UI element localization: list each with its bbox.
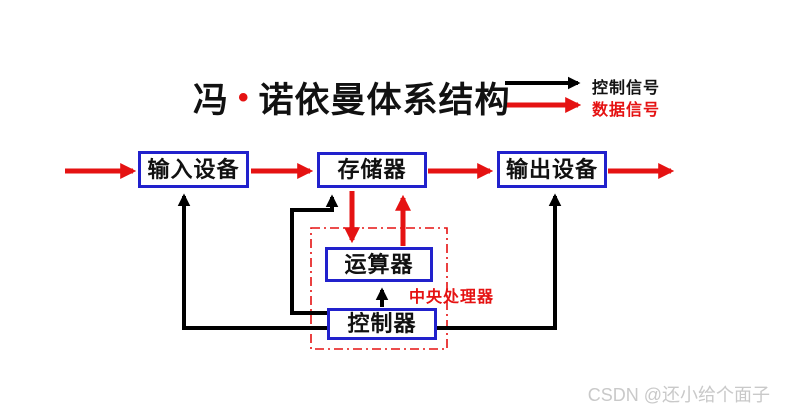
legend-control-signal-label: 控制信号 (592, 80, 661, 97)
box-control-unit: 控制器 (327, 308, 437, 340)
cpu-group-label: 中央处理器 (409, 289, 495, 306)
arrow-control-to-output (437, 193, 562, 330)
box-arithmetic-unit: 运算器 (325, 247, 433, 282)
arrow-control-to-memory (290, 194, 339, 315)
legend-data-signal-label: 数据信号 (592, 102, 661, 119)
cpu-group-dashed-border (310, 227, 448, 350)
box-input-device: 输入设备 (138, 151, 249, 188)
box-memory: 存储器 (317, 152, 427, 188)
title-separator-dot-icon: • (238, 80, 250, 114)
arrow-control-to-input (177, 193, 327, 330)
title-prefix: 冯 (193, 81, 230, 120)
watermark: CSDN @还小给个面子 (587, 385, 770, 405)
box-output-device: 输出设备 (497, 151, 607, 188)
page-title: 冯 • 诺依曼体系结构 (193, 72, 511, 123)
title-suffix: 诺依曼体系结构 (258, 81, 511, 120)
